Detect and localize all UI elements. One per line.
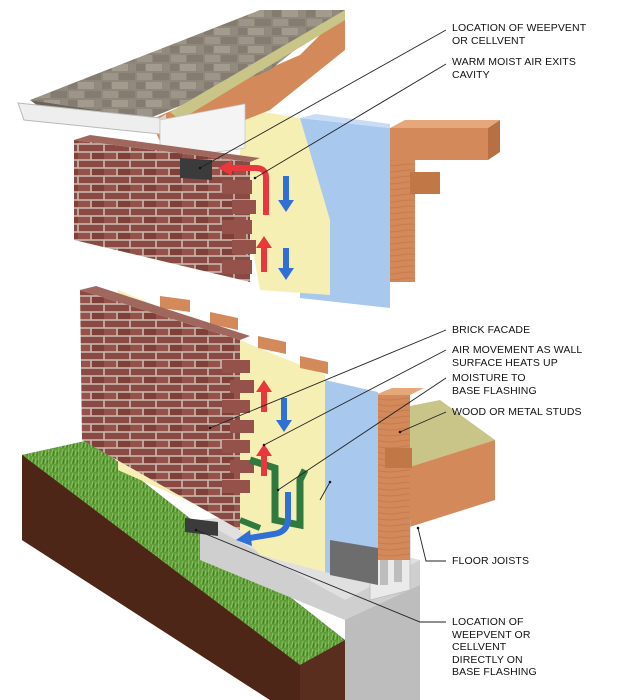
label-weepvent-top: LOCATION OF WEEPVENT OR CELLVENT	[452, 22, 586, 47]
lower-wall-section	[22, 286, 495, 700]
label-line: CELLVENT	[452, 641, 507, 653]
leader-brick-facade	[208, 329, 447, 430]
weepvent-top	[180, 158, 212, 180]
roof-shingles	[30, 10, 345, 118]
label-line: SURFACE HEATS UP	[452, 356, 558, 369]
lower-air-barrier	[325, 380, 378, 585]
leader-moisture	[276, 377, 447, 492]
upper-wall-section	[17, 10, 500, 308]
label-line: CAVITY	[452, 68, 490, 81]
label-weepvent-bottom: LOCATION OF WEEPVENT OR CELLVENT DIRECTL…	[452, 616, 537, 679]
label-line: WARM MOIST AIR EXITS	[452, 56, 576, 68]
label-moisture: MOISTURE TO BASE FLASHING	[452, 372, 537, 397]
label-line: DIRECTLY ON	[452, 653, 523, 666]
leader-studs	[398, 411, 447, 434]
lower-brick-facade	[80, 290, 240, 530]
label-studs: WOOD OR METAL STUDS	[452, 406, 582, 419]
leader-warm-air	[253, 63, 447, 180]
moisture-arrow	[249, 492, 291, 541]
label-line: LOCATION OF WEEPVENT	[452, 22, 587, 34]
label-air-movement: AIR MOVEMENT AS WALL SURFACE HEATS UP	[452, 344, 582, 369]
label-line: AIR MOVEMENT AS WALL	[452, 344, 583, 356]
wood-stud	[375, 395, 410, 560]
leader-floor-joists	[416, 526, 446, 562]
warm-air-arrow	[232, 165, 269, 215]
label-line: MOISTURE TO	[452, 372, 526, 384]
label-line: BASE FLASHING	[452, 666, 537, 678]
weepvent-bottom	[185, 518, 218, 536]
label-line: OR CELLVENT	[452, 34, 526, 47]
header-beam	[390, 128, 488, 160]
leader-lines	[194, 29, 447, 623]
leader-weepvent-top	[198, 29, 447, 170]
rim-joist	[400, 440, 495, 530]
upper-stud	[388, 160, 415, 282]
grass	[22, 440, 345, 665]
label-warm-air: WARM MOIST AIR EXITS CAVITY	[452, 56, 576, 81]
label-line: WOOD OR METAL STUDS	[452, 406, 582, 418]
leader-air-movement	[262, 349, 447, 447]
label-line: BASE FLASHING	[452, 384, 537, 397]
label-floor-joists: FLOOR JOISTS	[452, 555, 529, 568]
label-line: BRICK FACADE	[452, 324, 531, 336]
label-line: LOCATION OF	[452, 616, 524, 628]
leader-weepvent-bottom	[194, 528, 446, 623]
label-line: FLOOR JOISTS	[452, 555, 530, 567]
label-line: WEEPVENT OR	[452, 628, 531, 641]
label-brick-facade: BRICK FACADE	[452, 324, 530, 337]
